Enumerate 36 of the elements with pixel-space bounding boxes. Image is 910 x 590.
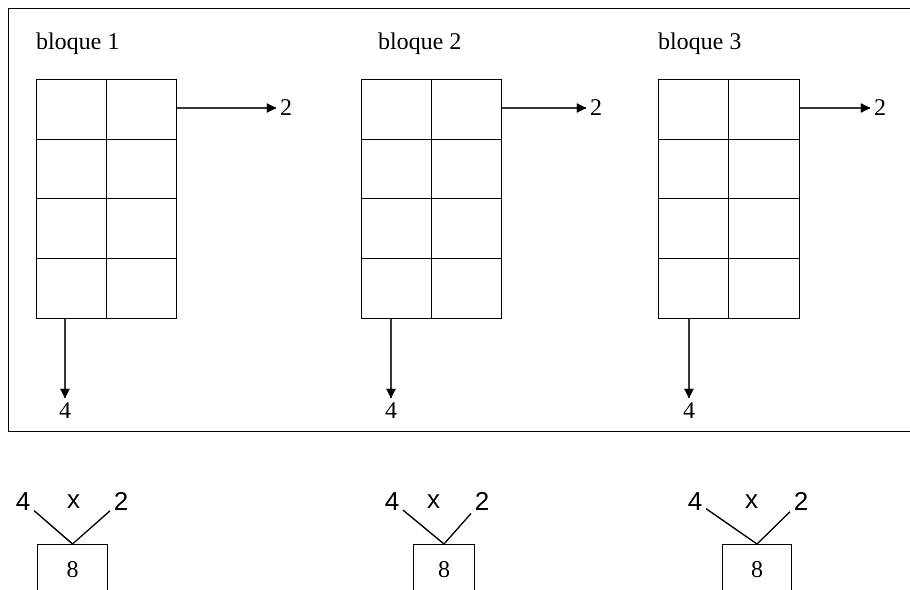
connector-line xyxy=(706,508,758,545)
arrow xyxy=(684,319,694,399)
result-box: 8 xyxy=(37,544,108,590)
number-label: 2 xyxy=(276,94,296,122)
multiply-sign: x xyxy=(67,486,80,512)
multiply-sign: x xyxy=(745,486,758,512)
connector-line xyxy=(756,511,791,545)
connector-line xyxy=(443,512,472,544)
grid-table xyxy=(36,79,177,319)
block-title: bloque 1 xyxy=(36,30,120,54)
number-label: 2 xyxy=(790,486,812,516)
number-label: 4 xyxy=(684,486,706,516)
connector-line xyxy=(72,510,110,545)
block-title: bloque 3 xyxy=(658,30,742,54)
block-title: bloque 2 xyxy=(378,30,462,54)
number-label: 2 xyxy=(586,94,606,122)
arrow xyxy=(177,103,277,113)
number-label: 4 xyxy=(381,398,401,424)
grid-table xyxy=(361,79,502,319)
connector-line xyxy=(402,510,444,545)
number-label: 4 xyxy=(381,486,403,516)
number-label: 4 xyxy=(12,486,34,516)
number-label: 2 xyxy=(870,94,890,122)
grid-table xyxy=(658,79,800,319)
number-label: 4 xyxy=(679,398,699,424)
multiply-sign: x xyxy=(427,486,440,512)
arrow xyxy=(60,319,70,399)
number-label: 2 xyxy=(110,486,132,516)
number-label: 4 xyxy=(55,398,75,424)
result-box: 8 xyxy=(413,544,475,590)
arrow xyxy=(386,319,396,399)
arrow xyxy=(502,103,587,113)
arrow xyxy=(800,103,871,113)
number-label: 2 xyxy=(471,486,493,516)
connector-line xyxy=(34,510,73,545)
result-box: 8 xyxy=(722,544,792,590)
